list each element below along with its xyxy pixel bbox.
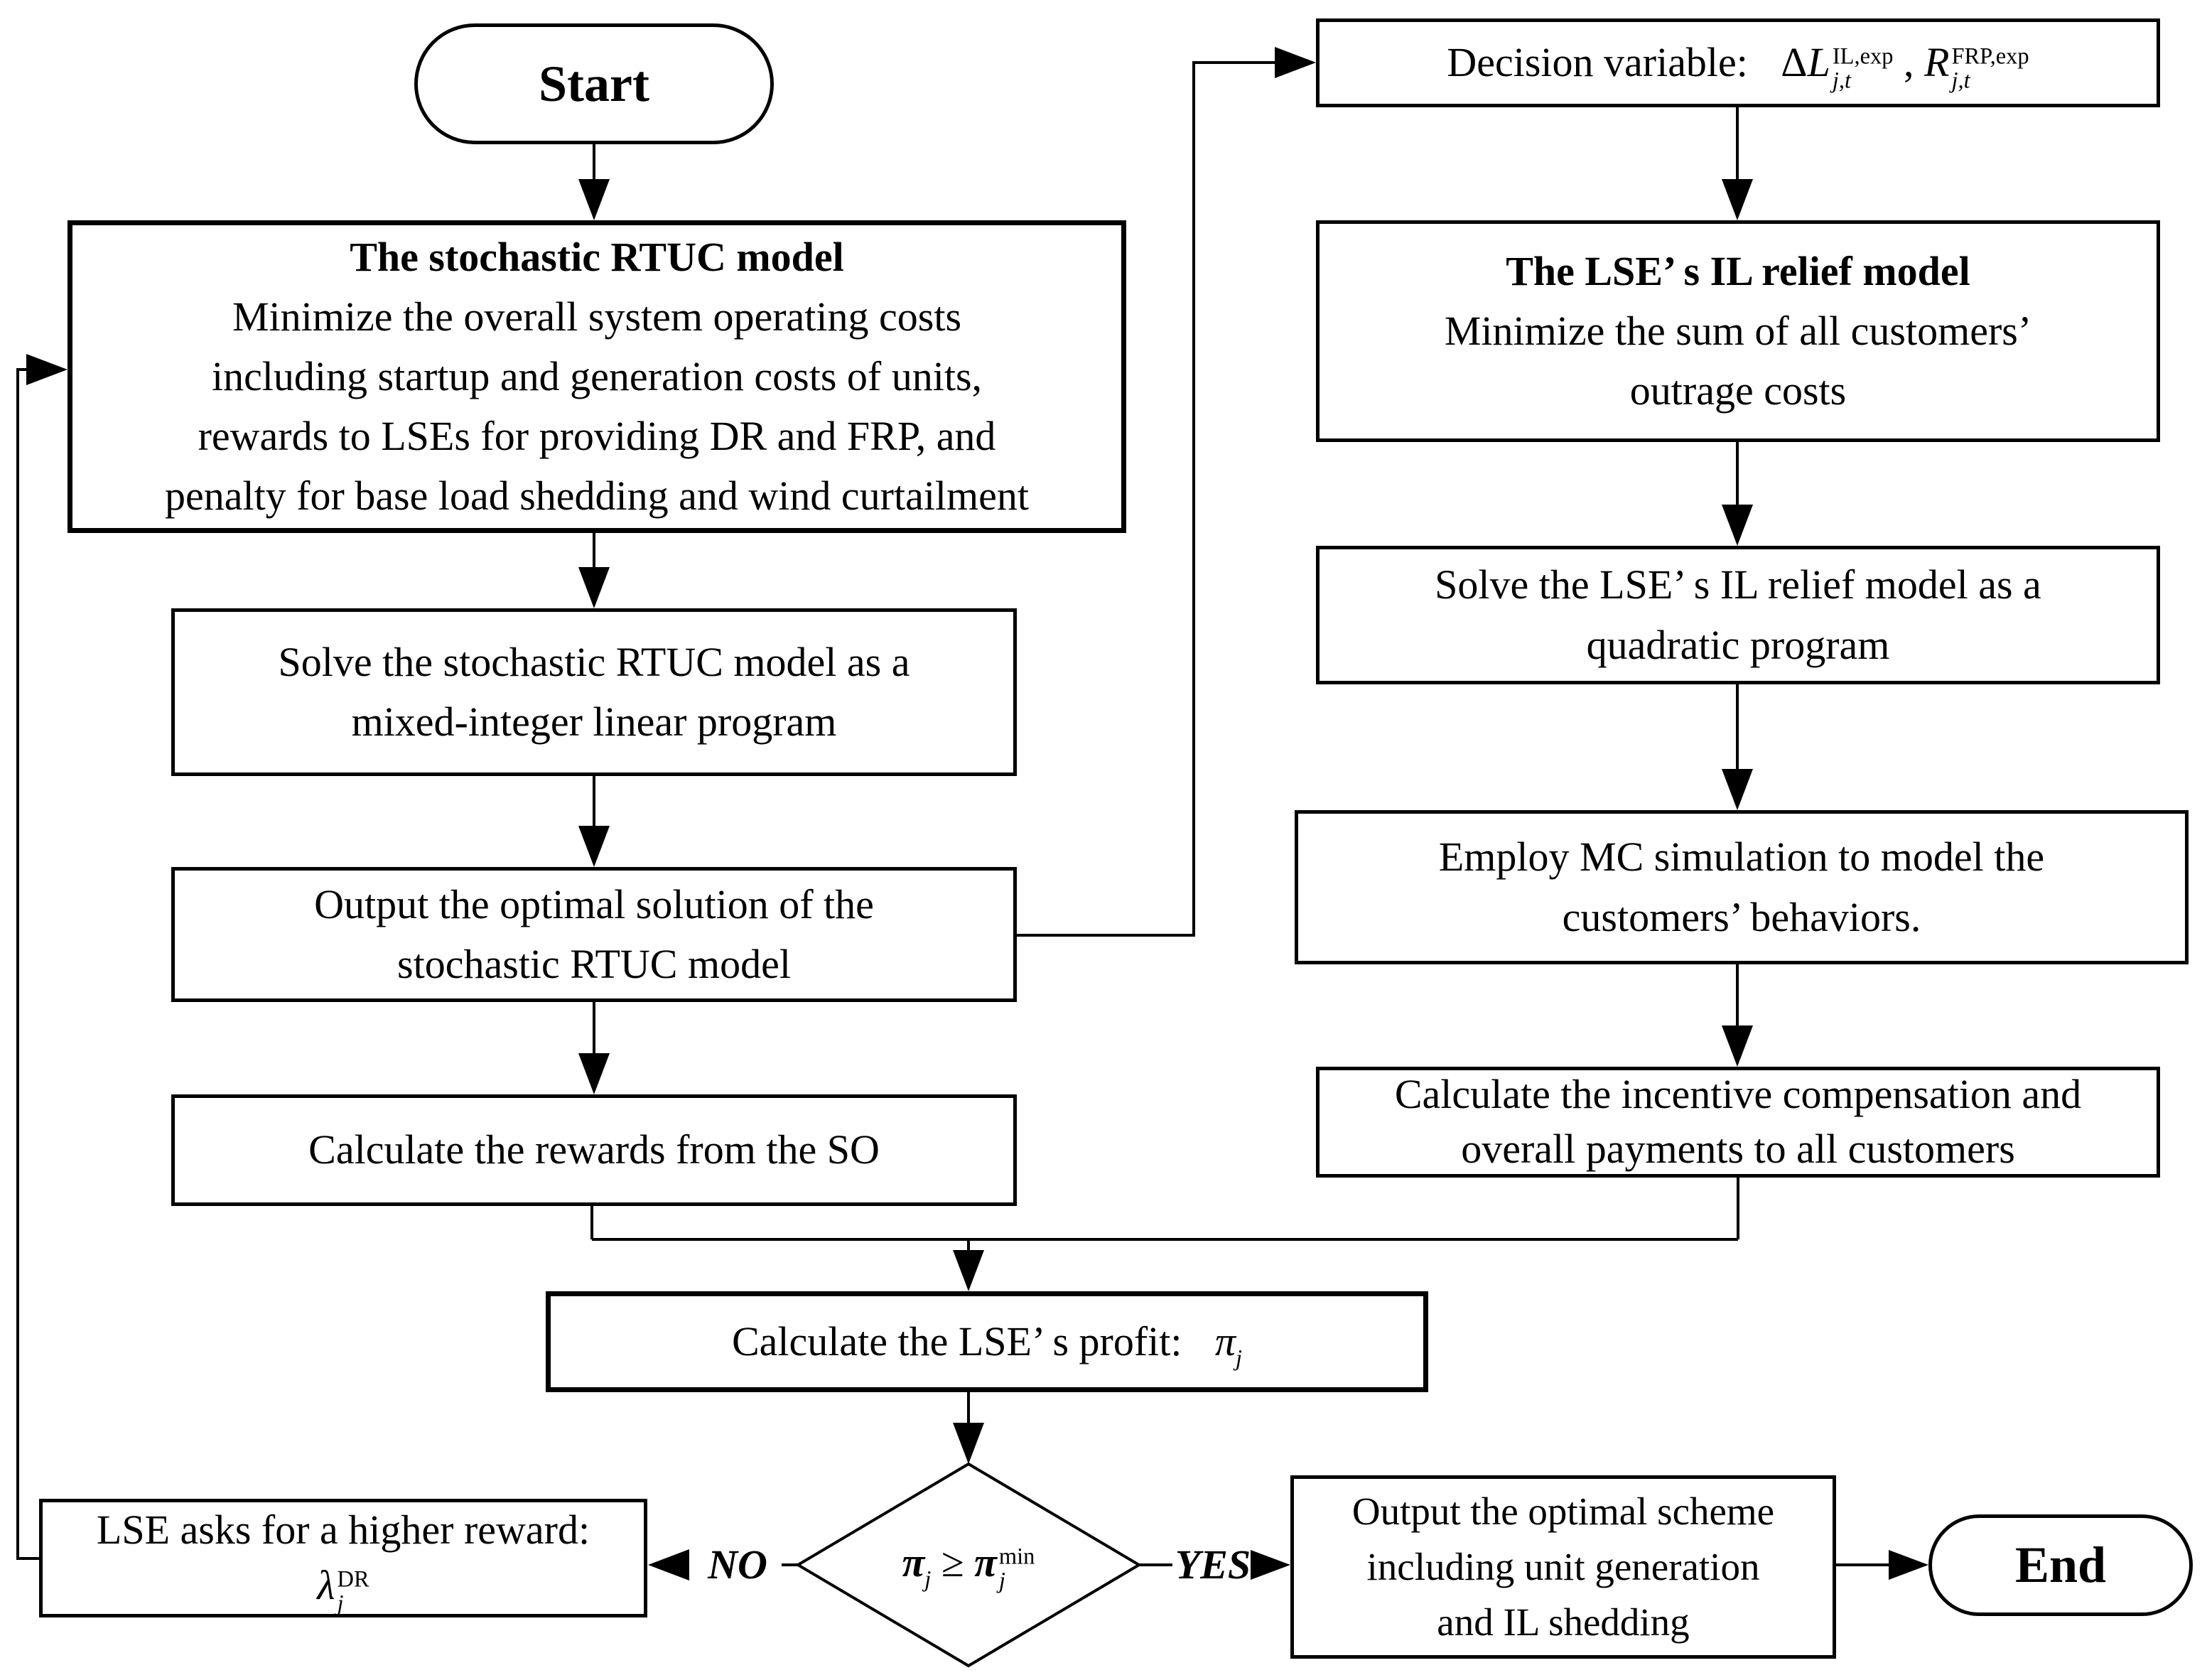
start-label: Start bbox=[539, 55, 649, 112]
incentive-line: Calculate the incentive compensation and bbox=[1394, 1071, 2082, 1118]
condition-rhs-pi: π bbox=[974, 1539, 997, 1585]
arrowhead-no-into-lse-asks bbox=[648, 1549, 689, 1581]
arrowhead-feedback-into-rtuc bbox=[26, 354, 68, 385]
var-L-superscript: IL,exp bbox=[1832, 43, 1894, 70]
arrowhead-into-end bbox=[1889, 1550, 1928, 1580]
output-scheme-line: including unit generation bbox=[1366, 1544, 1760, 1588]
solve-milp-box: Solve the stochastic RTUC model as a mix… bbox=[171, 608, 1017, 776]
solve-qp-line: quadratic program bbox=[1586, 621, 1890, 668]
output-scheme-line: Output the optimal scheme bbox=[1351, 1489, 1775, 1533]
output-solution-box: Output the optimal solution of the stoch… bbox=[171, 867, 1017, 1002]
incentive-line: overall payments to all customers bbox=[1461, 1126, 2015, 1172]
employ-mc-line: Employ MC simulation to model the bbox=[1438, 834, 2045, 881]
lambda-symbol: λ bbox=[317, 1562, 335, 1609]
rewards-line: Calculate the rewards from the SO bbox=[308, 1126, 880, 1173]
profit-label: Calculate the LSE’ s profit: bbox=[731, 1318, 1182, 1364]
feedback-loop-line bbox=[16, 368, 39, 1560]
rtuc-model-line: including startup and generation costs o… bbox=[211, 352, 983, 399]
lambda-subscript: j bbox=[337, 1590, 344, 1617]
condition-rhs-superscript: min bbox=[998, 1544, 1035, 1570]
arrowhead-into-decision bbox=[1275, 47, 1316, 78]
end-terminal: End bbox=[1928, 1514, 2193, 1616]
output-scheme-line: and IL shedding bbox=[1437, 1600, 1690, 1644]
rtuc-model-line: Minimize the overall system operating co… bbox=[232, 293, 962, 340]
profit-box: Calculate the LSE’ s profit: πj bbox=[546, 1291, 1428, 1392]
var-L-subscript: j,t bbox=[1832, 68, 1852, 94]
arrowhead-start-to-rtuc bbox=[578, 179, 610, 220]
arrowhead-into-incentive bbox=[1722, 1025, 1753, 1067]
branch-label-yes: YES bbox=[1175, 1541, 1251, 1588]
output-solution-line: stochastic RTUC model bbox=[397, 941, 791, 987]
employ-mc-box: Employ MC simulation to model the custom… bbox=[1295, 810, 2189, 964]
end-label: End bbox=[2014, 1536, 2107, 1594]
delta-symbol: Δ bbox=[1781, 39, 1808, 86]
output-scheme-box: Output the optimal scheme including unit… bbox=[1290, 1475, 1836, 1659]
condition-lhs-subscript: j bbox=[924, 1566, 932, 1593]
profit-formula: Calculate the LSE’ s profit: πj bbox=[732, 1312, 1242, 1372]
rtuc-model-line: rewards to LSEs for providing DR and FRP… bbox=[198, 413, 996, 460]
output-solution-line: Output the optimal solution of the bbox=[314, 881, 874, 927]
il-relief-box: The LSE’ s IL relief model Minimize the … bbox=[1316, 220, 2160, 442]
var-R: R bbox=[1924, 39, 1950, 86]
condition-lhs-pi: π bbox=[902, 1539, 925, 1585]
il-relief-title: The LSE’ s IL relief model bbox=[1506, 247, 1970, 294]
arrowhead-rtuc-to-solve bbox=[578, 567, 610, 608]
condition-rhs-subscript: j bbox=[998, 1568, 1005, 1594]
decision-variable-label: Decision variable: bbox=[1447, 39, 1748, 86]
lambda-superscript: DR bbox=[337, 1566, 369, 1593]
arrowhead-into-ilrelief bbox=[1722, 179, 1753, 220]
rewards-box: Calculate the rewards from the SO bbox=[171, 1094, 1017, 1206]
arrowhead-into-mc bbox=[1722, 769, 1753, 810]
geq-operator: ≥ bbox=[941, 1539, 964, 1585]
arrowhead-output-to-rewards bbox=[578, 1053, 610, 1094]
solve-qp-box: Solve the LSE’ s IL relief model as a qu… bbox=[1316, 546, 2160, 684]
rtuc-model-line: penalty for base load shedding and wind … bbox=[164, 473, 1030, 519]
lse-asks-line: LSE asks for a higher reward: bbox=[96, 1506, 590, 1553]
solve-milp-line: Solve the stochastic RTUC model as a bbox=[278, 638, 910, 685]
var-R-subscript: j,t bbox=[1951, 68, 1970, 94]
connector-output-to-decision bbox=[1017, 61, 1279, 937]
start-terminal: Start bbox=[414, 23, 774, 144]
arrowhead-yes-into-scheme bbox=[1251, 1550, 1290, 1580]
var-L: L bbox=[1807, 39, 1830, 86]
solve-qp-line: Solve the LSE’ s IL relief model as a bbox=[1435, 561, 2041, 608]
arrowhead-solve-to-output bbox=[578, 826, 610, 867]
rtuc-model-box: The stochastic RTUC model Minimize the o… bbox=[68, 220, 1126, 533]
arrowhead-into-diamond bbox=[953, 1423, 984, 1464]
rtuc-model-title: The stochastic RTUC model bbox=[350, 233, 844, 280]
employ-mc-line: customers’ behaviors. bbox=[1562, 893, 1921, 940]
il-relief-line: outrage costs bbox=[1629, 367, 1847, 414]
pi-symbol: π bbox=[1214, 1318, 1236, 1364]
var-R-superscript: FRP,exp bbox=[1951, 43, 2029, 70]
pi-subscript: j bbox=[1235, 1345, 1242, 1372]
arrowhead-into-profit bbox=[953, 1250, 984, 1291]
decision-diamond-shape bbox=[795, 1462, 1142, 1668]
solve-milp-line: mixed-integer linear program bbox=[351, 699, 837, 745]
incentive-box: Calculate the incentive compensation and… bbox=[1316, 1067, 2160, 1178]
branch-label-no: NO bbox=[708, 1541, 767, 1588]
arrowhead-into-qp bbox=[1722, 505, 1753, 546]
il-relief-line: Minimize the sum of all customers’ bbox=[1444, 307, 2032, 354]
formula-comma: , bbox=[1904, 39, 1914, 86]
